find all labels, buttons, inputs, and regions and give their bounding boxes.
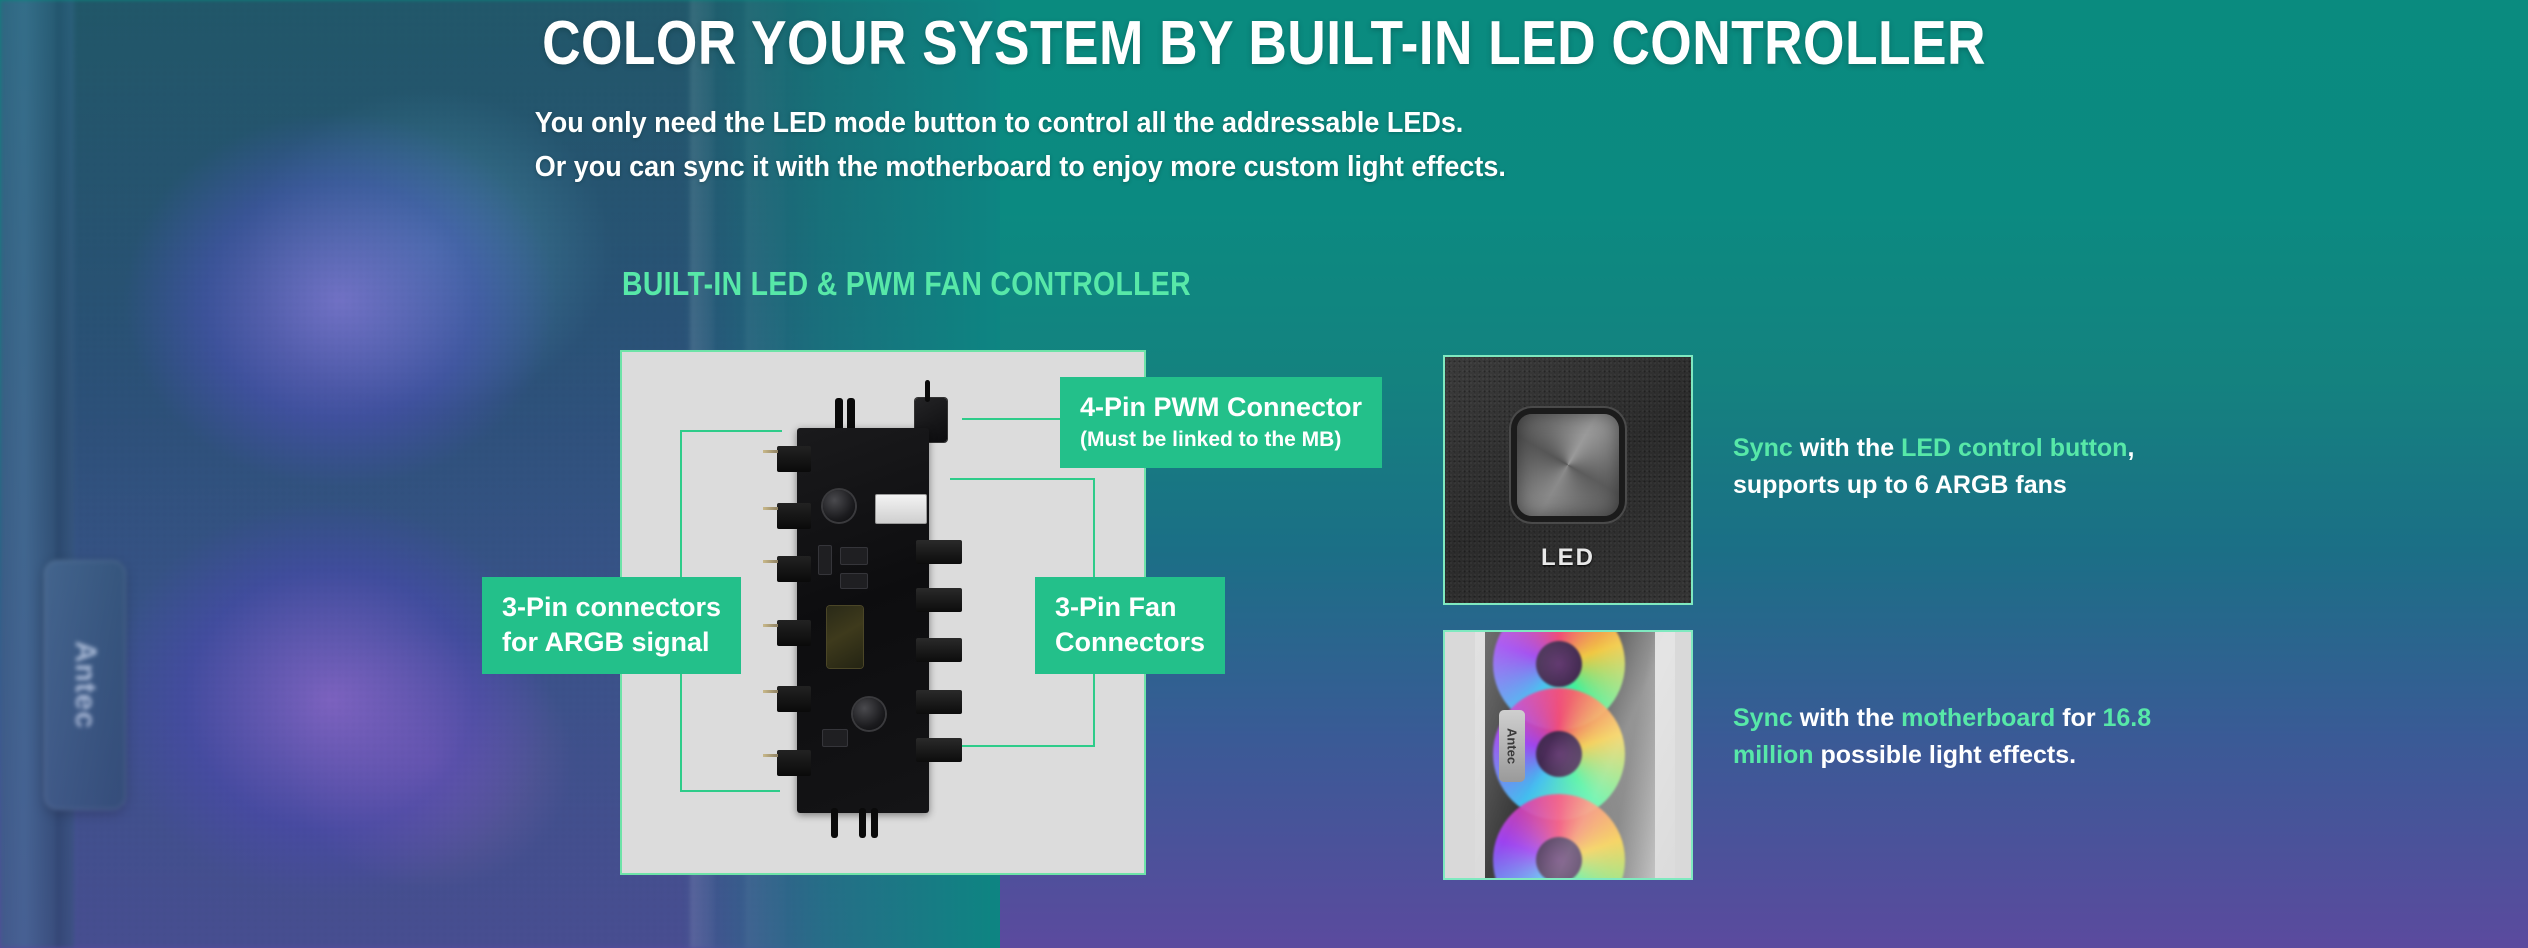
pcb-wire-top-2	[847, 398, 855, 434]
leader-line-argb-bottom	[680, 790, 780, 792]
led-pwm-controller-pcb	[763, 380, 962, 838]
side-text-2-rest: possible light effects.	[1813, 741, 2077, 769]
side-text-2-sync: Sync	[1733, 704, 1793, 732]
side-text-led-sync: Sync with the LED control button, suppor…	[1733, 430, 2153, 504]
side-text-2-count: 16.8 million	[1733, 704, 2152, 769]
yellow-capacitor	[827, 606, 863, 668]
pwm-4pin-header	[875, 494, 927, 524]
callout-pwm-connector: 4-Pin PWM Connector (Must be linked to t…	[1060, 377, 1382, 469]
callout-argb-line-2: for ARGB signal	[502, 626, 710, 657]
side-text-2-with: with the	[1792, 704, 1902, 732]
callout-argb-line-1: 3-Pin connectors	[502, 592, 722, 622]
fan-connector-5	[916, 738, 962, 762]
fan-connector-3	[916, 638, 962, 662]
capacitor-2	[853, 698, 885, 730]
callout-fan-line-1: 3-Pin Fan	[1055, 592, 1177, 622]
subtitle-line-2: Or you can sync it with the motherboard …	[534, 151, 1506, 184]
leader-line-fan-v2	[1093, 660, 1095, 745]
leader-line-argb-top	[680, 430, 782, 432]
ic-chip-4	[823, 730, 847, 746]
antec-side-badge: Antec	[44, 560, 126, 810]
subtitle-block: You only need the LED mode button to con…	[0, 101, 2351, 189]
ic-chip-1	[841, 548, 867, 564]
pcb-wire-top-1	[835, 398, 843, 434]
argb-header-5	[763, 686, 811, 712]
argb-header-6	[763, 750, 811, 776]
leader-line-argb-v	[680, 430, 682, 625]
pwm-plug-wire	[925, 380, 930, 402]
argb-header-4	[763, 620, 811, 646]
side-text-2-motherboard: motherboard	[1901, 704, 2056, 732]
subtitle-line-1: You only need the LED mode button to con…	[534, 107, 1464, 139]
side-text-2-for: for	[2055, 704, 2103, 732]
fan-connector-1	[916, 540, 962, 564]
section-label: BUILT-IN LED & PWM FAN CONTROLLER	[622, 265, 1191, 302]
argb-header-1	[763, 446, 811, 472]
led-button-caption: LED	[1541, 543, 1595, 571]
antec-fan-badge-label: Antec	[1504, 727, 1520, 765]
leader-line-pwm	[962, 418, 1062, 420]
argb-header-2	[763, 503, 811, 529]
side-text-1-rest: , supports up to 6 ARGB fans	[1733, 434, 2135, 499]
power-wire-3	[871, 808, 878, 838]
ic-chip-3	[819, 546, 831, 574]
power-wire-1	[831, 808, 838, 838]
leader-line-argb-v2	[680, 625, 682, 790]
leader-line-fan-bottom	[950, 745, 1095, 747]
capacitor-1	[823, 490, 855, 522]
fan-connector-4	[916, 690, 962, 714]
leader-line-fan-v	[1093, 478, 1095, 578]
side-text-1-sync: Sync	[1733, 434, 1793, 462]
side-text-motherboard-sync: Sync with the motherboard for 16.8 milli…	[1733, 700, 2153, 774]
callout-pwm-title: 4-Pin PWM Connector	[1080, 392, 1362, 422]
header-block: COLOR YOUR SYSTEM BY BUILT-IN LED CONTRO…	[0, 0, 2528, 189]
side-text-1-highlight: LED control button	[1901, 434, 2128, 462]
rgb-fans-scene: Antec	[1445, 632, 1691, 878]
page-title: COLOR YOUR SYSTEM BY BUILT-IN LED CONTRO…	[542, 9, 1986, 78]
power-wire-2	[859, 808, 866, 838]
side-text-1-with: with the	[1792, 434, 1902, 462]
led-button-photo: LED	[1443, 355, 1693, 605]
rgb-fans-photo: Antec	[1443, 630, 1693, 880]
fan-connector-2	[916, 588, 962, 612]
callout-argb-connectors: 3-Pin connectors for ARGB signal	[482, 577, 742, 675]
antec-fan-badge: Antec	[1499, 710, 1525, 782]
argb-header-3	[763, 556, 811, 582]
callout-pwm-subtitle: (Must be linked to the MB)	[1080, 427, 1342, 451]
led-mode-button-icon	[1517, 414, 1619, 517]
callout-fan-connectors: 3-Pin Fan Connectors	[1035, 577, 1226, 675]
callout-fan-line-2: Connectors	[1055, 626, 1206, 657]
ic-chip-2	[841, 574, 867, 588]
leader-line-fan-top	[950, 478, 1095, 480]
pcb-board	[797, 428, 929, 813]
